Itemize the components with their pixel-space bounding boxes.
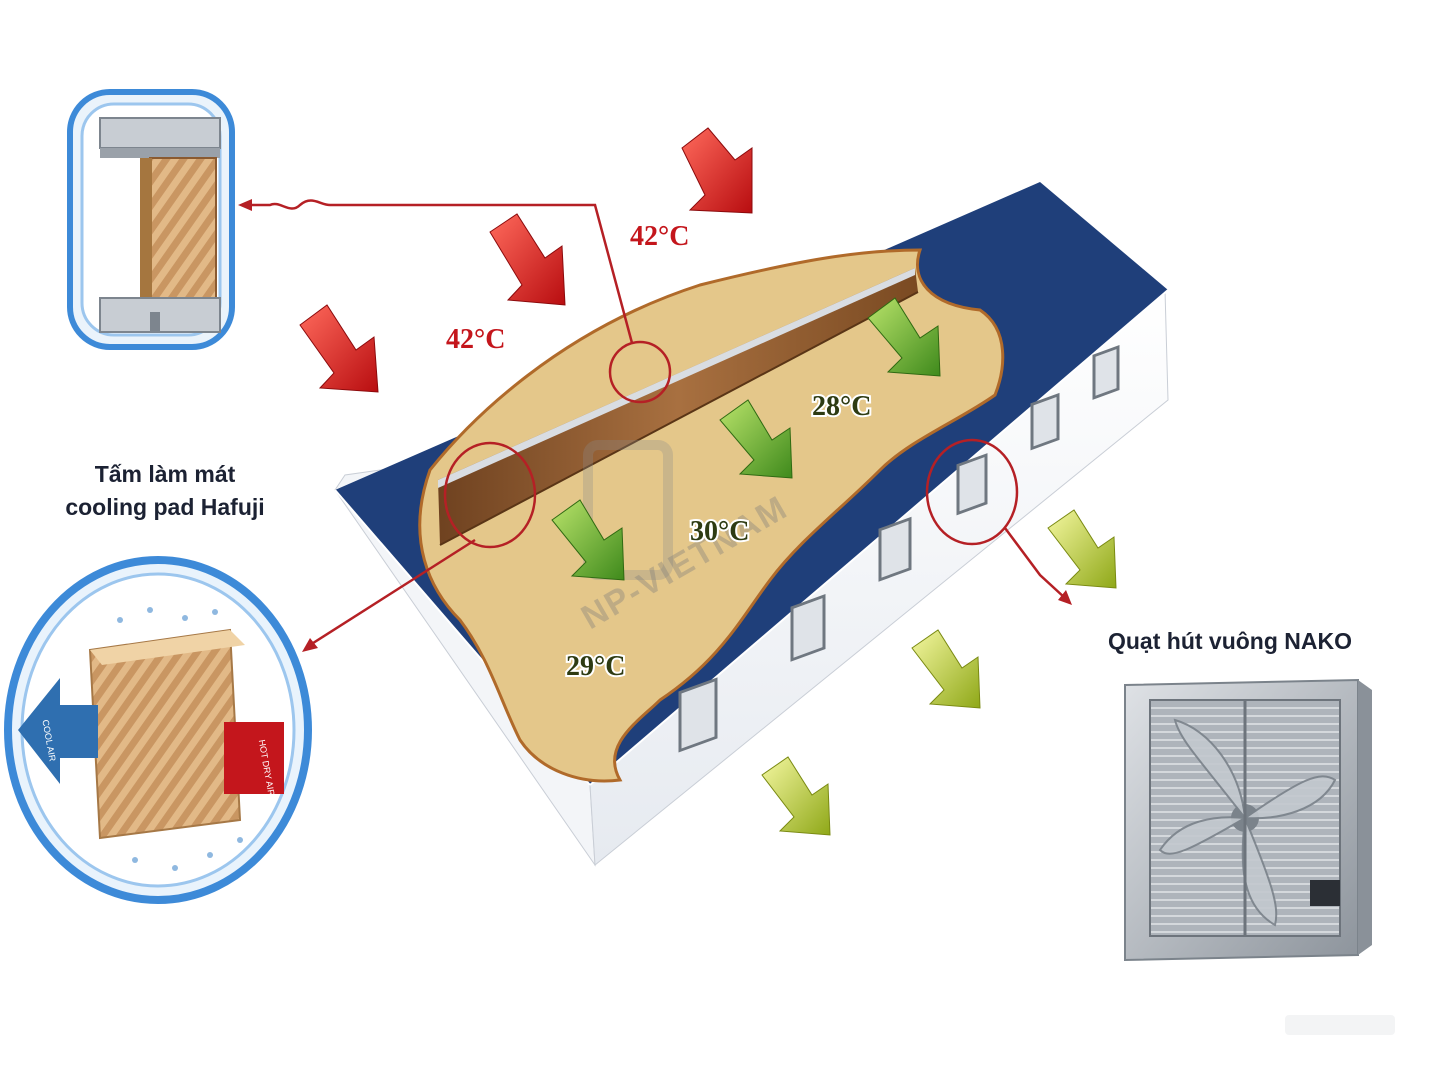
hot-air-arrow-2: [489, 213, 566, 306]
callout-line-to-pad-detail: [309, 538, 476, 647]
hot-air-arrow-1: [681, 127, 753, 214]
temp-inside-left: 29°C: [566, 651, 625, 682]
water-drops: [117, 607, 243, 871]
temp-outside-top: 42°C: [630, 221, 689, 252]
cool-air-arrow-2: [719, 399, 793, 479]
exhaust-arrow-1: [1047, 509, 1117, 589]
cool-air-outflow-arrow: [18, 678, 98, 784]
fan-motor: [1310, 880, 1340, 906]
cooling-pad-label-line1: Tấm làm mát: [94, 461, 236, 487]
hot-air-inflow-block: [224, 722, 284, 794]
callout-circle-pad-end: [443, 441, 537, 549]
cool-air-arrows: [551, 297, 941, 581]
cool-air-arrow-1: [867, 297, 941, 377]
nako-box-fan: [1124, 678, 1372, 962]
fan-label: Quạt hút vuông NAKO: [1107, 628, 1353, 654]
pad-frame-top-rail: [99, 117, 221, 149]
hot-air-arrows: [299, 127, 753, 393]
cooling-pad-frame-inset: [67, 89, 235, 350]
wall-fan-3: [878, 516, 912, 582]
temp-inside-center: 30°C: [690, 516, 749, 547]
callout-circle-fan: [925, 438, 1019, 546]
interior-cutaway: [418, 248, 1005, 783]
wall-fan-4: [956, 453, 988, 516]
exhaust-air-arrows: [761, 509, 1117, 836]
greenhouse-building: [334, 182, 1169, 867]
exhaust-arrow-3: [761, 756, 831, 836]
wall-fan-6: [1092, 345, 1120, 400]
corner-mark: [1285, 1015, 1395, 1035]
cooling-pad-detail-inset: COOL AIR HOT DRY AIR: [4, 556, 312, 904]
wall-fan-1: [678, 677, 718, 753]
callout-line-to-pad-frame: [248, 199, 634, 344]
cooling-pad-label: Tấm làm mát cooling pad Hafuji: [40, 458, 290, 524]
temp-outside-left: 42°C: [446, 324, 505, 355]
cooling-pad-label-line2: cooling pad Hafuji: [65, 494, 265, 520]
cool-air-arrow-3: [551, 499, 625, 581]
fan-blades: [1158, 718, 1337, 927]
exhaust-arrow-2: [911, 629, 981, 709]
temperature-labels: 42°C 42°C 28°C 30°C 29°C: [446, 221, 873, 684]
callout-arrowheads: [238, 199, 1072, 652]
callout-lines: [248, 199, 1066, 647]
callout-circle-pad-top: [608, 340, 672, 404]
callout-line-to-fan: [1003, 527, 1066, 599]
exhaust-fan-windows: [678, 345, 1120, 753]
wall-fan-5: [1030, 392, 1060, 451]
wall-fan-2: [790, 594, 826, 662]
cooling-pad-wall: [438, 268, 918, 545]
hot-air-arrow-3: [299, 304, 379, 393]
temp-inside-right: 28°C: [812, 391, 871, 422]
pad-frame-media: [149, 157, 217, 299]
